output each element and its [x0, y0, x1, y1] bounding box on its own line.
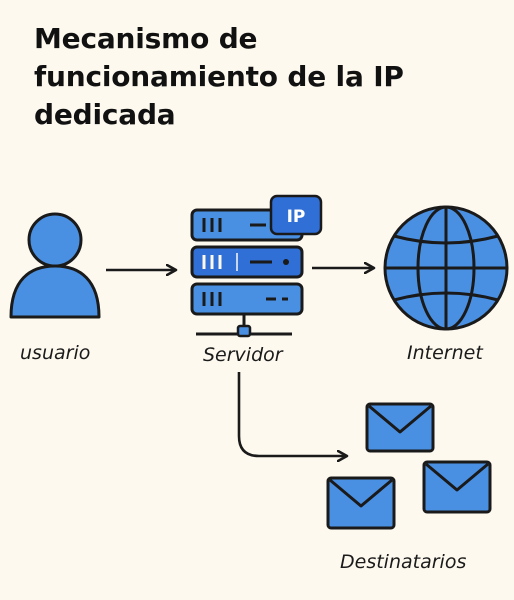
user-label: usuario	[20, 342, 91, 364]
envelope-icon	[422, 460, 492, 514]
server-label: Servidor	[203, 344, 283, 366]
internet-label: Internet	[407, 342, 483, 364]
envelope-icon	[326, 476, 396, 530]
title-line-1: Mecanismo de	[34, 22, 258, 55]
server-icon	[190, 208, 304, 338]
ip-badge: IP	[269, 194, 323, 236]
page-title: Mecanismo de funcionamiento de la IP ded…	[34, 20, 494, 134]
user-icon	[9, 212, 101, 319]
recipients-label: Destinatarios	[340, 551, 467, 573]
title-line-2: funcionamiento de la IP	[34, 60, 404, 93]
title-line-3: dedicada	[34, 98, 176, 131]
envelope-icon	[365, 402, 435, 453]
globe-icon	[383, 205, 509, 331]
ip-badge-label: IP	[287, 207, 306, 227]
arrow-server-to-recipients	[237, 372, 347, 456]
